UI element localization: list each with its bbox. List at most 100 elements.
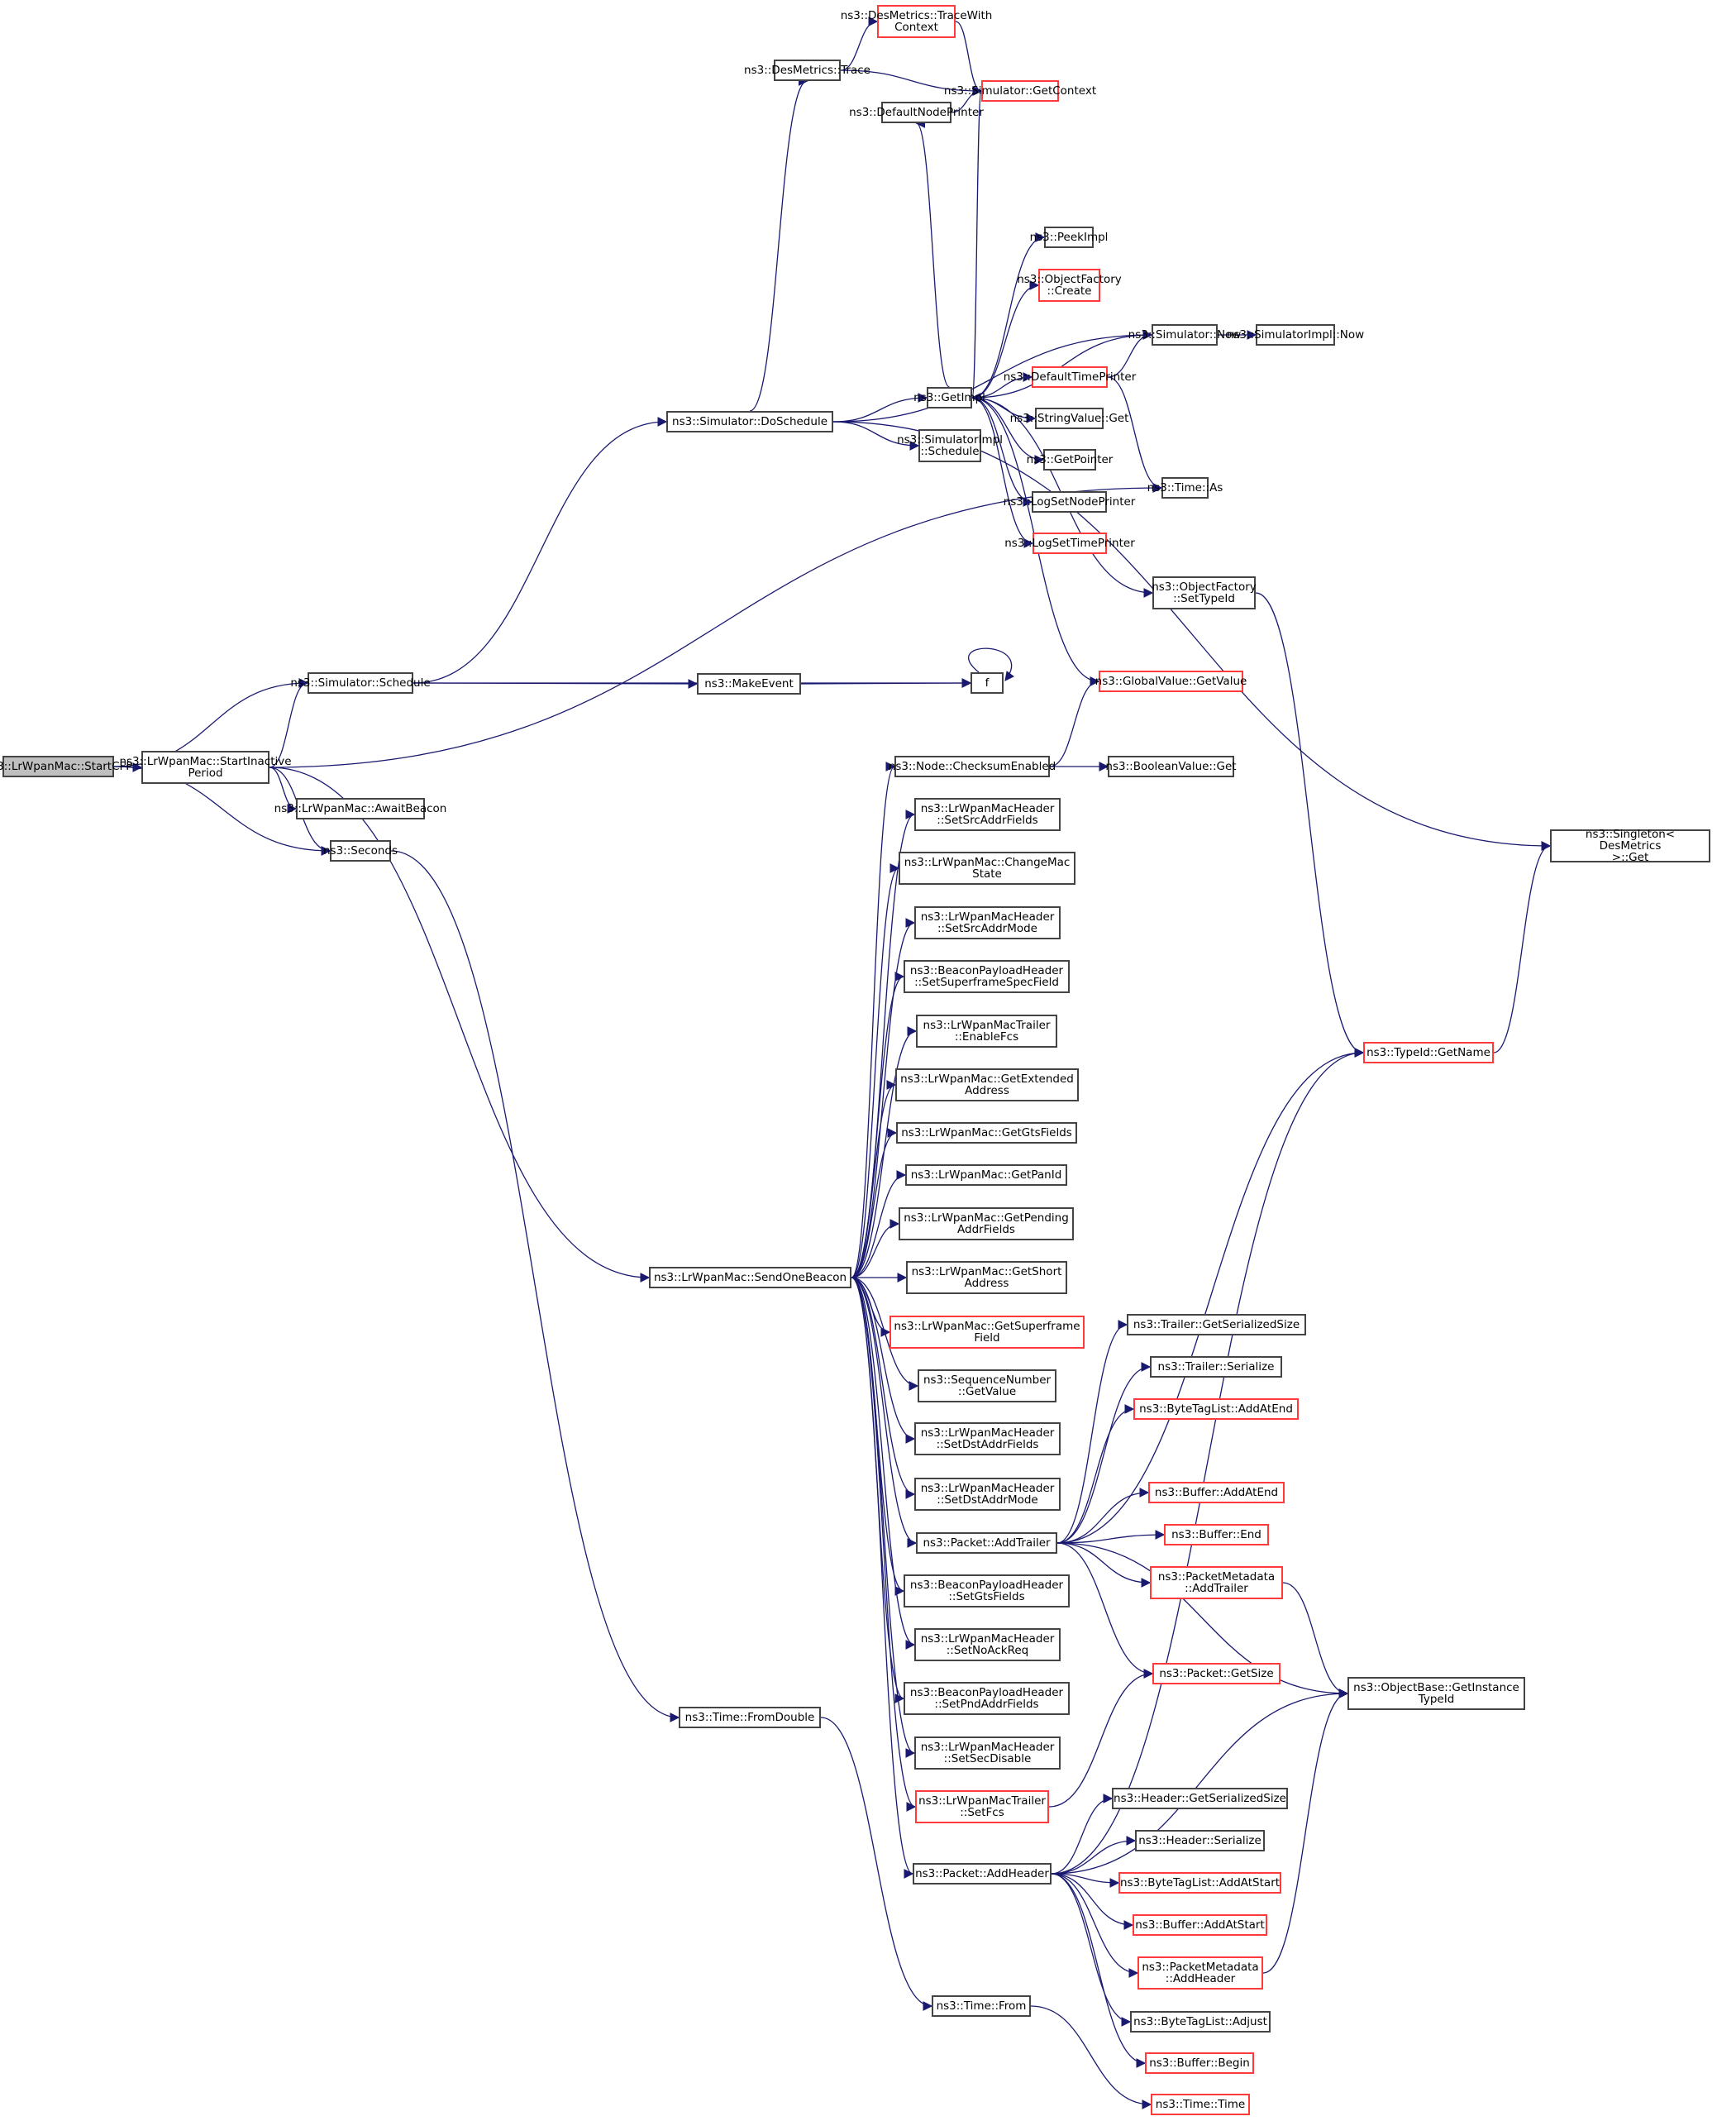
graph-node-trailersize[interactable]: ns3::Trailer::GetSerializedSize	[1127, 1314, 1306, 1335]
call-edge-seconds-to-fromdouble	[390, 850, 680, 1722]
graph-node-getextaddr[interactable]: ns3::LrWpanMac::GetExtended Address	[895, 1068, 1079, 1101]
graph-node-pktgetsize[interactable]: ns3::Packet::GetSize	[1152, 1663, 1281, 1684]
graph-node-singleton[interactable]: ns3::Singleton< DesMetrics >::Get	[1550, 829, 1710, 863]
call-edge-addtrailer-to-typeidname	[1056, 1048, 1365, 1544]
graph-node-headerser[interactable]: ns3::Header::Serialize	[1135, 1830, 1265, 1851]
call-edge-addheader-to-headerser	[1051, 1836, 1137, 1875]
graph-node-setsrcaddrfields[interactable]: ns3::LrWpanMacHeader ::SetSrcAddrFields	[914, 798, 1061, 831]
graph-node-getpointer[interactable]: ns3::GetPointer	[1027, 449, 1113, 471]
graph-node-bufend[interactable]: ns3::Buffer::End	[1164, 1524, 1269, 1545]
graph-node-headersize[interactable]: ns3::Header::GetSerializedSize	[1112, 1788, 1288, 1809]
graph-node-simimplsched[interactable]: ns3::SimulatorImpl ::Schedule	[897, 429, 1003, 462]
graph-node-tracewithctx[interactable]: ns3::DesMetrics::TraceWith Context	[841, 5, 992, 38]
graph-node-addtrailer[interactable]: ns3::Packet::AddTrailer	[916, 1532, 1057, 1554]
call-edge-sendbeacon-to-getpending	[851, 1219, 900, 1278]
graph-node-peekimpl[interactable]: ns3::PeekImpl	[1030, 227, 1108, 248]
graph-node-setfcs[interactable]: ns3::LrWpanMacTrailer ::SetFcs	[915, 1790, 1049, 1823]
graph-node-setnoack[interactable]: ns3::LrWpanMacHeader ::SetNoAckReq	[914, 1628, 1061, 1661]
graph-node-seconds[interactable]: ns3::Seconds	[323, 840, 398, 862]
call-edge-addheader-to-headersize	[1051, 1794, 1114, 1875]
call-edge-pmaddtrailer-to-getinsttypeid	[1282, 1582, 1349, 1698]
graph-node-btladjust[interactable]: ns3::ByteTagList::Adjust	[1130, 2011, 1271, 2033]
graph-node-bufbegin[interactable]: ns3::Buffer::Begin	[1145, 2052, 1254, 2074]
call-edge-getcontext-to-getimpl	[971, 90, 982, 403]
graph-node-getimpl[interactable]: ns3::GetImpl	[913, 387, 985, 408]
call-edge-schedule-to-makeevent	[413, 679, 699, 689]
graph-node-logsetnode[interactable]: ns3::LogSetNodePrinter	[1004, 491, 1135, 513]
graph-node-btladdatend[interactable]: ns3::ByteTagList::AddAtEnd	[1133, 1398, 1299, 1420]
call-edge-addtrailer-to-btladdatend	[1056, 1404, 1135, 1544]
graph-node-setdstaddrmode[interactable]: ns3::LrWpanMacHeader ::SetDstAddrMode	[914, 1478, 1061, 1511]
call-edge-addtrailer-to-bufend	[1056, 1530, 1166, 1544]
graph-node-schedule[interactable]: ns3::Simulator::Schedule	[290, 672, 431, 694]
graph-node-timefrom[interactable]: ns3::Time::From	[932, 1995, 1031, 2017]
call-edge-addtrailer-to-pmaddtrailer	[1056, 1542, 1152, 1588]
graph-node-getgts[interactable]: ns3::LrWpanMac::GetGtsFields	[896, 1122, 1077, 1144]
graph-node-setgtsfields[interactable]: ns3::BeaconPayloadHeader ::SetGtsFields	[904, 1574, 1070, 1607]
graph-node-setsecdisable[interactable]: ns3::LrWpanMacHeader ::SetSecDisable	[914, 1736, 1061, 1770]
graph-node-simnow[interactable]: ns3::Simulator::Now	[1128, 324, 1241, 346]
graph-node-doschedule[interactable]: ns3::Simulator::DoSchedule	[666, 411, 833, 432]
call-edge-addtrailer-to-trailersize	[1056, 1320, 1128, 1544]
graph-node-fromdouble[interactable]: ns3::Time::FromDouble	[679, 1707, 821, 1728]
graph-node-ofcreate[interactable]: ns3::ObjectFactory ::Create	[1017, 269, 1122, 302]
graph-node-getinsttypeid[interactable]: ns3::ObjectBase::GetInstance TypeId	[1347, 1677, 1525, 1710]
call-edge-addtrailer-to-pktgetsize	[1056, 1542, 1154, 1679]
graph-node-bufaddatstart[interactable]: ns3::Buffer::AddAtStart	[1133, 1914, 1267, 1936]
graph-node-timeas[interactable]: ns3::Time::As	[1147, 477, 1223, 499]
graph-node-getshort[interactable]: ns3::LrWpanMac::GetShort Address	[906, 1261, 1067, 1294]
graph-node-getsuperframe[interactable]: ns3::LrWpanMac::GetSuperframe Field	[889, 1316, 1085, 1349]
call-edge-addtrailer-to-trailerser	[1056, 1362, 1152, 1544]
call-edge-sendbeacon-to-checksum	[851, 762, 896, 1278]
graph-node-seqgetvalue[interactable]: ns3::SequenceNumber ::GetValue	[918, 1369, 1056, 1402]
graph-node-startinactive[interactable]: ns3::LrWpanMac::StartInactive Period	[119, 751, 292, 784]
graph-node-addheader[interactable]: ns3::Packet::AddHeader	[913, 1863, 1052, 1885]
graph-node-checksum[interactable]: ns3::Node::ChecksumEnabled	[889, 756, 1056, 777]
graph-node-enablefcs[interactable]: ns3::LrWpanMacTrailer ::EnableFcs	[916, 1015, 1057, 1048]
graph-node-simimplnow[interactable]: ns3::SimulatorImpl::Now	[1227, 324, 1364, 346]
graph-node-pmaddtrailer[interactable]: ns3::PacketMetadata ::AddTrailer	[1150, 1566, 1283, 1599]
call-edge-addheader-to-btladjust	[1051, 1873, 1132, 2027]
call-edge-doschedule-to-destrace	[749, 76, 808, 412]
call-edge-sendbeacon-to-setdstaddrmode	[851, 1277, 916, 1499]
graph-node-stringget[interactable]: ns3::StringValue::Get	[1010, 408, 1128, 429]
graph-node-timetime[interactable]: ns3::Time::Time	[1151, 2094, 1250, 2115]
graph-node-logsettime[interactable]: ns3::LogSetTimePrinter	[1004, 533, 1135, 554]
call-edge-sendbeacon-to-getgts	[851, 1128, 898, 1278]
call-edge-sendbeacon-to-getpanid	[851, 1170, 907, 1278]
graph-node-sendbeacon[interactable]: ns3::LrWpanMac::SendOneBeacon	[649, 1267, 851, 1288]
graph-node-globalgetvalue[interactable]: ns3::GlobalValue::GetValue	[1095, 671, 1247, 692]
graph-node-ofsettypeid[interactable]: ns3::ObjectFactory ::SetTypeId	[1152, 576, 1257, 609]
call-edge-startinactive-to-timeas	[269, 483, 1163, 768]
graph-node-awaitbeacon[interactable]: ns3::LrWpanMac::AwaitBeacon	[274, 798, 446, 819]
graph-node-makeevent[interactable]: ns3::MakeEvent	[697, 673, 801, 695]
graph-node-bufaddatend[interactable]: ns3::Buffer::AddAtEnd	[1148, 1482, 1285, 1503]
graph-node-pmaddheader[interactable]: ns3::PacketMetadata ::AddHeader	[1137, 1956, 1263, 1990]
graph-node-defnodeprinter[interactable]: ns3::DefaultNodePrinter	[849, 102, 984, 123]
call-edge-makeevent-to-f	[800, 678, 972, 688]
graph-node-setdstaddrfields[interactable]: ns3::LrWpanMacHeader ::SetDstAddrFields	[914, 1422, 1061, 1455]
call-edge-schedule-to-doschedule	[413, 417, 668, 684]
graph-node-getpending[interactable]: ns3::LrWpanMac::GetPending AddrFields	[899, 1207, 1074, 1240]
graph-node-getcontext[interactable]: ns3::Simulator::GetContext	[944, 80, 1096, 102]
graph-node-deftimeprinter[interactable]: ns3::DefaultTimePrinter	[1004, 366, 1136, 388]
call-edge-checksum-to-globalgetvalue	[1049, 676, 1100, 767]
graph-node-setpndaddr[interactable]: ns3::BeaconPayloadHeader ::SetPndAddrFie…	[904, 1682, 1070, 1715]
graph-node-destrace[interactable]: ns3::DesMetrics::Trace	[744, 60, 870, 81]
call-edge-sendbeacon-to-setdstaddrfields	[851, 1277, 916, 1444]
call-edge-addheader-to-btladdatstart	[1051, 1873, 1120, 1888]
graph-node-f[interactable]: f	[971, 672, 1004, 694]
call-edge-sendbeacon-to-getextaddr	[851, 1080, 897, 1278]
graph-node-getpanid[interactable]: ns3::LrWpanMac::GetPanId	[905, 1164, 1067, 1186]
call-edge-addtrailer-to-bufaddatend	[1056, 1488, 1150, 1544]
graph-node-typeidname[interactable]: ns3::TypeId::GetName	[1363, 1042, 1494, 1063]
call-edge-pmaddheader-to-getinsttypeid	[1262, 1689, 1349, 1974]
graph-node-trailerser[interactable]: ns3::Trailer::Serialize	[1150, 1356, 1282, 1378]
graph-node-setsrcaddrmode[interactable]: ns3::LrWpanMacHeader ::SetSrcAddrMode	[914, 906, 1061, 939]
call-edge-getimpl-to-defnodeprinter	[915, 118, 951, 388]
graph-node-boolget[interactable]: ns3::BooleanValue::Get	[1105, 756, 1237, 777]
graph-node-changemacstate[interactable]: ns3::LrWpanMac::ChangeMac State	[899, 852, 1075, 885]
graph-node-setsuperframe[interactable]: ns3::BeaconPayloadHeader ::SetSuperframe…	[904, 960, 1070, 993]
graph-node-btladdatstart[interactable]: ns3::ByteTagList::AddAtStart	[1118, 1872, 1281, 1894]
